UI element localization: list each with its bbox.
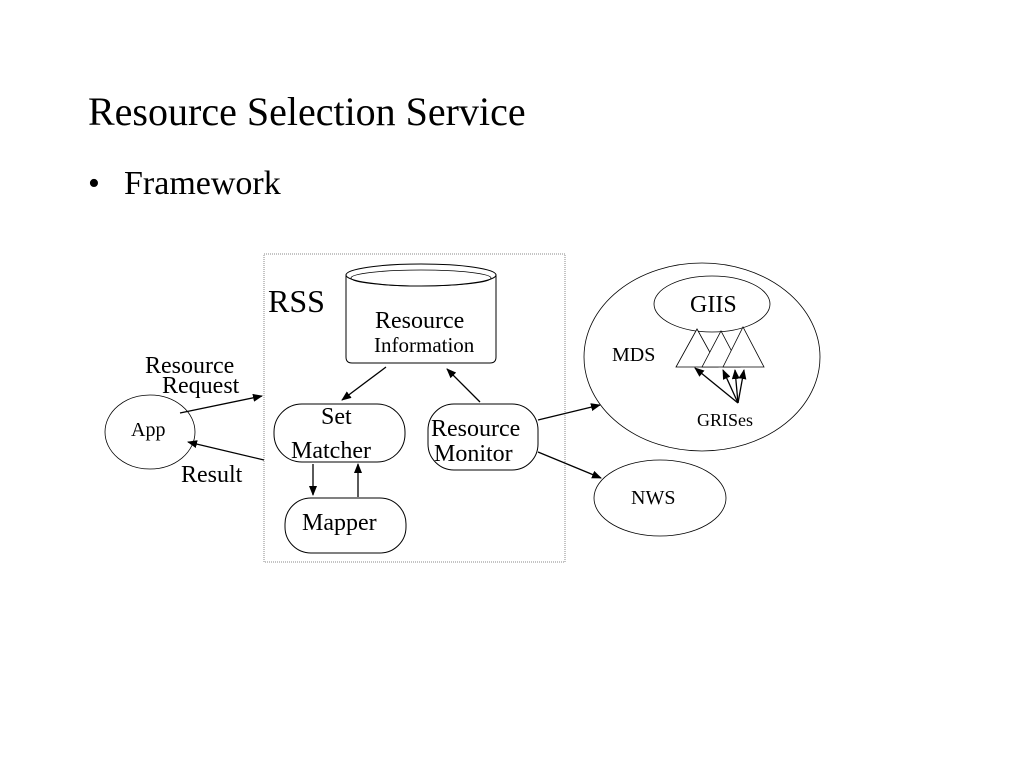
gris-arrow-1	[694, 367, 739, 404]
request-label-1: Resource	[145, 353, 234, 379]
app-label: App	[131, 419, 165, 441]
resource-info-label-1: Resource	[375, 308, 464, 334]
giis-node	[653, 275, 771, 333]
gris-arrow-4	[737, 369, 747, 404]
result-label: Result	[181, 462, 243, 488]
monitor-to-mds-arrow	[537, 403, 601, 421]
grises-label: GRISes	[697, 410, 753, 430]
nws-node	[593, 459, 727, 537]
request-label-2: Request	[162, 373, 240, 399]
nws-label: NWS	[631, 487, 675, 509]
info-to-matcher-arrow	[341, 366, 387, 401]
bullet-item: • Framework	[88, 163, 281, 205]
gris-arrow-3	[731, 369, 740, 404]
resource-monitor-label-2: Monitor	[434, 441, 513, 467]
monitor-to-nws-arrow	[537, 451, 602, 479]
mapper-label: Mapper	[302, 510, 377, 536]
app-node	[104, 394, 196, 470]
giis-label: GIIS	[690, 292, 737, 318]
gris-arrow-2	[722, 369, 739, 404]
slide-title: Resource Selection Service	[88, 89, 526, 134]
set-matcher-label-2: Matcher	[291, 438, 371, 464]
request-arrow	[179, 393, 263, 414]
resource-info-label-2: Information	[374, 333, 475, 357]
mapper-box	[284, 497, 407, 554]
set-matcher-box	[273, 403, 406, 463]
rss-box	[263, 253, 566, 563]
bullet-text: Framework	[124, 165, 281, 202]
resource-monitor-box	[427, 403, 539, 471]
monitor-to-info-arrow	[446, 368, 481, 403]
resource-information-database: Resource Information	[345, 263, 497, 364]
rss-label: RSS	[268, 283, 325, 319]
result-arrow	[187, 440, 265, 461]
set-matcher-label-1: Set	[321, 404, 352, 430]
bullet-marker: •	[88, 165, 100, 202]
gris-triangles	[675, 326, 765, 368]
mds-label: MDS	[612, 344, 655, 366]
resource-monitor-label-1: Resource	[431, 416, 520, 442]
